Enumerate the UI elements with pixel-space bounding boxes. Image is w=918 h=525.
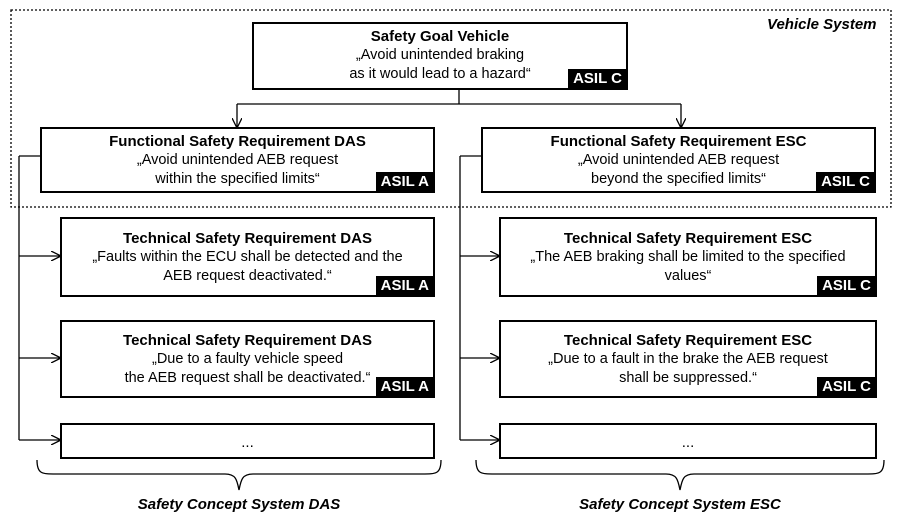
das-more-box: ...	[60, 423, 435, 459]
fsr-das-box: Functional Safety Requirement DAS „Avoid…	[40, 127, 435, 193]
das-concept-brace	[36, 459, 442, 491]
esc-more-box: ...	[499, 423, 877, 459]
fsr-esc-box: Functional Safety Requirement ESC „Avoid…	[481, 127, 876, 193]
fsr-esc-line2: beyond the specified limits“	[591, 171, 766, 187]
tsr-esc-1-title: Technical Safety Requirement ESC	[563, 230, 813, 247]
concept-das-label: Safety Concept System DAS	[137, 496, 341, 513]
tsr-esc-2-asil-badge: ASIL C	[817, 377, 876, 397]
safety-goal-title: Safety Goal Vehicle	[370, 28, 510, 45]
tsr-esc-2-title: Technical Safety Requirement ESC	[563, 332, 813, 349]
fsr-esc-title: Functional Safety Requirement ESC	[550, 133, 807, 150]
fsr-das-line2: within the specified limits“	[155, 171, 320, 187]
safety-goal-box: Safety Goal Vehicle „Avoid unintended br…	[252, 22, 628, 90]
tsr-das-2-line1: „Due to a faulty vehicle speed	[151, 351, 344, 367]
fsr-das-title: Functional Safety Requirement DAS	[109, 133, 366, 150]
tsr-das-1-box: Technical Safety Requirement DAS „Faults…	[60, 217, 435, 297]
fsr-das-line1: „Avoid unintended AEB request	[136, 152, 339, 168]
concept-esc-label: Safety Concept System ESC	[579, 496, 781, 513]
tsr-esc-1-box: Technical Safety Requirement ESC „The AE…	[499, 217, 877, 297]
tsr-esc-1-line2: values“	[664, 268, 712, 284]
tsr-esc-1-line1: „The AEB braking shall be limited to the…	[530, 249, 846, 265]
vehicle-system-label: Vehicle System	[767, 16, 877, 33]
tsr-esc-1-asil-badge: ASIL C	[817, 276, 876, 296]
fsr-esc-line1: „Avoid unintended AEB request	[577, 152, 780, 168]
das-more-ellipsis: ...	[241, 434, 254, 451]
safety-goal-asil-badge: ASIL C	[568, 69, 627, 89]
safety-goal-line2: as it would lead to a hazard“	[349, 66, 531, 82]
esc-more-ellipsis: ...	[681, 434, 695, 451]
tsr-das-2-asil-badge: ASIL A	[375, 377, 434, 397]
tsr-esc-2-line1: „Due to a fault in the brake the AEB req…	[548, 351, 828, 367]
tsr-das-1-asil-badge: ASIL A	[375, 276, 434, 296]
fsr-esc-asil-badge: ASIL C	[816, 172, 875, 192]
vehicle-system-frame	[10, 9, 892, 208]
esc-concept-brace	[475, 459, 885, 491]
safety-goal-line1: „Avoid unintended braking	[355, 47, 525, 63]
tsr-das-2-box: Technical Safety Requirement DAS „Due to…	[60, 320, 435, 398]
tsr-esc-2-line2: shall be suppressed.“	[619, 370, 757, 386]
tsr-das-1-line2: AEB request deactivated.“	[163, 268, 332, 284]
tsr-esc-2-box: Technical Safety Requirement ESC „Due to…	[499, 320, 877, 398]
tsr-das-1-line1: „Faults within the ECU shall be detected…	[92, 249, 403, 265]
tsr-das-2-title: Technical Safety Requirement DAS	[123, 332, 372, 349]
fsr-das-asil-badge: ASIL A	[375, 172, 434, 192]
tsr-das-2-line2: the AEB request shall be deactivated.“	[124, 370, 371, 386]
tsr-das-1-title: Technical Safety Requirement DAS	[123, 230, 372, 247]
